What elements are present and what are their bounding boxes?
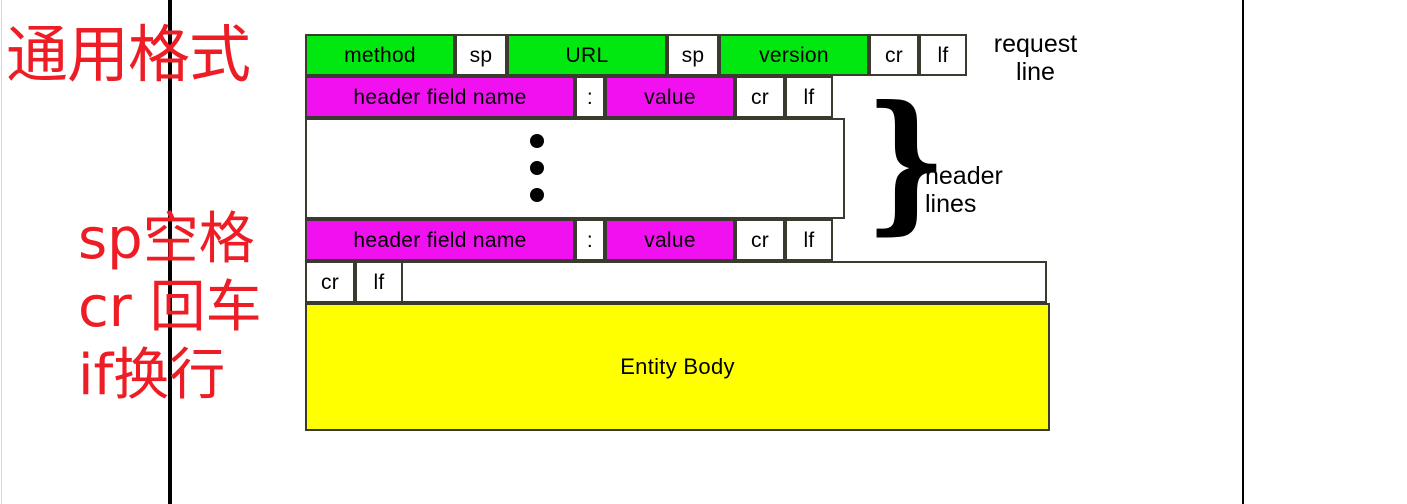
cell-lf-blank: lf — [355, 261, 403, 303]
cell-sp-1: sp — [455, 34, 507, 76]
entity-body-box: Entity Body — [305, 303, 1050, 431]
label-header-lines: header lines — [925, 162, 1003, 218]
cell-sp-2: sp — [667, 34, 719, 76]
ellipsis-dot-icon — [530, 161, 544, 175]
cell-cr-header-1: cr — [735, 76, 785, 118]
request-line-row: method sp URL sp version cr lf — [305, 34, 1050, 76]
blank-line-filler — [403, 261, 1047, 303]
cell-lf-header-1: lf — [785, 76, 833, 118]
cell-colon-2: : — [575, 219, 605, 261]
header-line-first-row: header field name : value cr lf — [305, 76, 1050, 118]
cell-url: URL — [507, 34, 667, 76]
annotation-general-format: 通用格式 — [6, 18, 251, 91]
ellipsis-box — [305, 118, 845, 219]
cell-method: method — [305, 34, 455, 76]
http-message-diagram: method sp URL sp version cr lf header fi… — [305, 34, 1050, 431]
blank-line-row: cr lf — [305, 261, 1050, 303]
vertical-rule-right — [1242, 0, 1244, 504]
annotation-cr-return: cr 回车 — [78, 275, 262, 340]
cell-lf-request: lf — [919, 34, 967, 76]
cell-lf-header-2: lf — [785, 219, 833, 261]
ellipsis-dot-icon — [530, 188, 544, 202]
cell-header-field-name-1: header field name — [305, 76, 575, 118]
header-line-last-row: header field name : value cr lf — [305, 219, 1050, 261]
cell-header-field-name-2: header field name — [305, 219, 575, 261]
ellipsis-row — [305, 118, 1050, 219]
vertical-rule-mid — [168, 0, 172, 504]
label-request-line: request line — [993, 30, 1078, 86]
cell-colon-1: : — [575, 76, 605, 118]
cell-version: version — [719, 34, 869, 76]
cell-value-2: value — [605, 219, 735, 261]
annotation-lf-newline: if换行 — [78, 343, 226, 408]
annotation-sp-space: sp空格 — [78, 207, 255, 272]
cell-value-1: value — [605, 76, 735, 118]
cell-cr-header-2: cr — [735, 219, 785, 261]
cell-cr-request: cr — [869, 34, 919, 76]
vertical-rule-left — [1, 0, 2, 504]
ellipsis-dot-icon — [530, 134, 544, 148]
cell-cr-blank: cr — [305, 261, 355, 303]
curly-brace-icon: } — [865, 73, 947, 249]
